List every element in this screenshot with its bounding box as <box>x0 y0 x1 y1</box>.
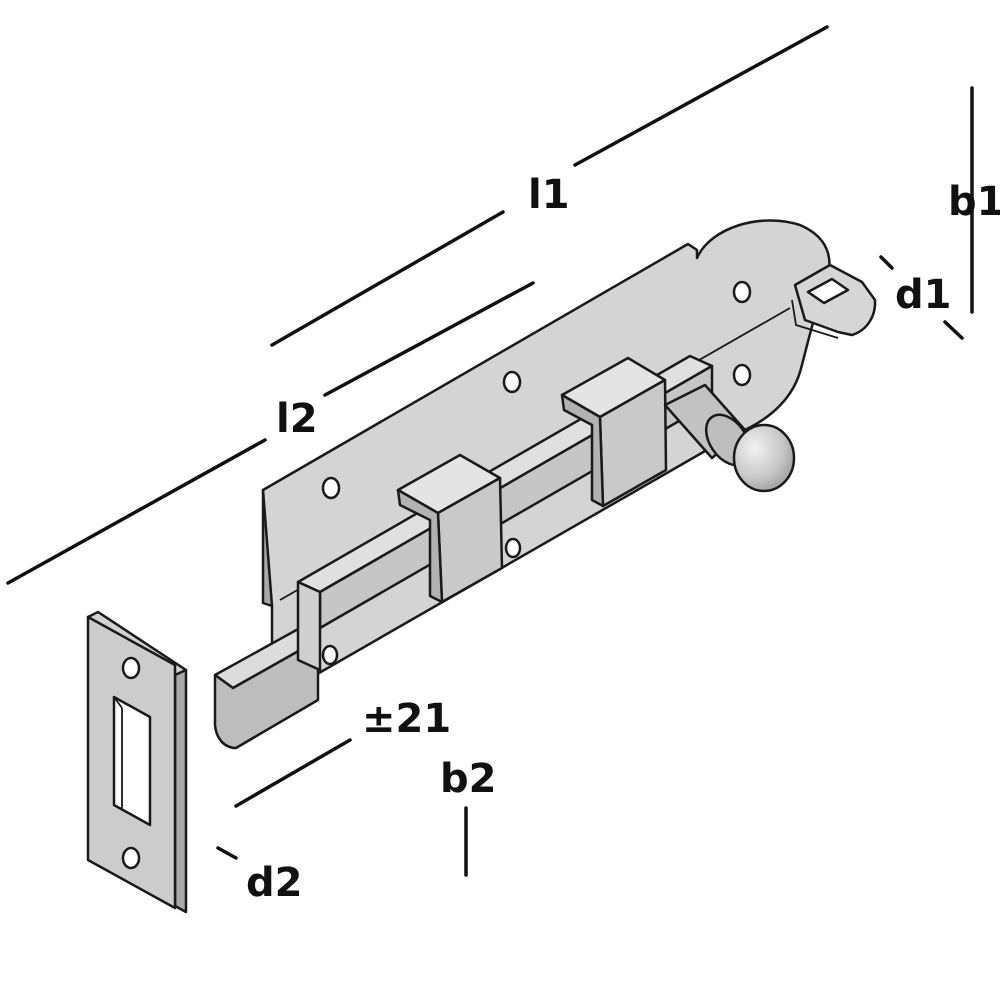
label-d2: d2 <box>246 860 302 906</box>
strike-hole-top <box>121 656 141 680</box>
dimension-labels: l1 l2 b1 d1 ±21 b2 d2 <box>246 172 1000 906</box>
mounting-hole-3 <box>732 280 752 304</box>
label-l1: l1 <box>528 172 570 218</box>
label-b1: b1 <box>948 179 1000 225</box>
label-offset: ±21 <box>362 696 451 742</box>
strike-plate-side <box>173 663 188 914</box>
offset-dimension-line <box>234 738 352 808</box>
handle-knob <box>732 423 796 493</box>
label-b2: b2 <box>440 756 496 802</box>
bolt-handle <box>663 383 796 493</box>
l2-dimension-line-right <box>323 281 535 397</box>
strike-hole-bottom <box>121 846 141 870</box>
d1-tick-lower <box>943 320 964 340</box>
mounting-hole-6 <box>504 537 522 559</box>
keeper-clip-base <box>791 299 839 339</box>
mounting-hole-5 <box>321 644 339 666</box>
mounting-hole-2 <box>502 370 522 394</box>
d1-tick-upper <box>879 255 894 270</box>
keeper-clip-slot <box>806 277 850 305</box>
mounting-hole-4 <box>732 363 752 387</box>
dimension-lines <box>6 25 974 877</box>
l1-dimension-line-right <box>573 25 829 167</box>
strike-plate-opening <box>112 695 152 827</box>
l2-dimension-line-left <box>6 438 267 585</box>
bolt-tip-front <box>213 638 320 750</box>
label-d1: d1 <box>895 272 951 318</box>
label-l2: l2 <box>276 396 318 442</box>
d2-tick <box>216 846 238 860</box>
guide-staple-left <box>396 453 504 604</box>
strike-plate <box>86 610 188 914</box>
l1-dimension-line-left <box>270 210 505 347</box>
keeper-clip <box>791 263 877 339</box>
strike-opening-inner <box>113 696 123 810</box>
bolt-collar <box>296 580 322 672</box>
guide-staple-right <box>560 356 668 508</box>
staple-right-side <box>560 393 605 508</box>
mounting-hole-1 <box>321 476 341 500</box>
staple-left-side <box>396 488 444 604</box>
keeper-clip-body <box>793 263 877 337</box>
